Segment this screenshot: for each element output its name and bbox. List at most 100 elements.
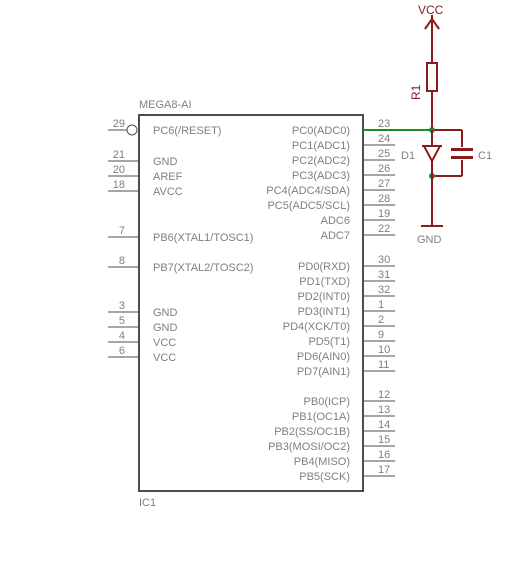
pin-number: 9 xyxy=(378,329,384,341)
pin-label: PC1(ADC1) xyxy=(292,140,350,152)
r1-label: R1 xyxy=(409,84,423,100)
ic-ref: IC1 xyxy=(139,497,156,509)
pin-number: 26 xyxy=(378,163,390,175)
pin-number: 24 xyxy=(378,133,390,145)
pin-label: PB5(SCK) xyxy=(299,471,350,483)
pin-number: 17 xyxy=(378,464,390,476)
pin-number: 31 xyxy=(378,269,390,281)
pin-label: ADC6 xyxy=(321,215,350,227)
pin-label: PB4(MISO) xyxy=(294,456,350,468)
c1-label: C1 xyxy=(478,150,492,162)
pin-label: AREF xyxy=(153,171,183,183)
pin-number: 28 xyxy=(378,193,390,205)
pin-number: 13 xyxy=(378,404,390,416)
pin-label: PB3(MOSI/OC2) xyxy=(268,441,350,453)
pin-number: 19 xyxy=(378,208,390,220)
pin-number: 22 xyxy=(378,223,390,235)
pin-number: 32 xyxy=(378,284,390,296)
pin-label: VCC xyxy=(153,337,176,349)
pin-label: PD3(INT1) xyxy=(297,306,350,318)
pin-number: 2 xyxy=(378,314,384,326)
pin-label: PB6(XTAL1/TOSC1) xyxy=(153,232,253,244)
pin-label: PD4(XCK/T0) xyxy=(283,321,350,333)
pin-label: PD2(INT0) xyxy=(297,291,350,303)
pin-number: 11 xyxy=(378,359,389,371)
pin-number: 29 xyxy=(113,118,125,130)
pin-label: PD6(AIN0) xyxy=(297,351,350,363)
pin-number: 5 xyxy=(119,315,125,327)
pin-number: 6 xyxy=(119,345,125,357)
d1-label: D1 xyxy=(401,150,415,162)
pin-number: 20 xyxy=(113,164,125,176)
pin-label: PC6(/RESET) xyxy=(153,125,221,137)
pin-number: 10 xyxy=(378,344,390,356)
left-pin-group: 29PC6(/RESET)21GND20AREF18AVCC7PB6(XTAL1… xyxy=(108,118,253,364)
pin-number: 21 xyxy=(113,149,125,161)
pin-label: PC0(ADC0) xyxy=(292,125,350,137)
vcc-label: VCC xyxy=(418,3,444,17)
pin-label: PB7(XTAL2/TOSC2) xyxy=(153,262,253,274)
ic-body xyxy=(138,114,364,492)
gnd-label: GND xyxy=(417,234,442,246)
pin-label: GND xyxy=(153,156,178,168)
inversion-bubble xyxy=(126,124,138,136)
diode-d1: D1 xyxy=(401,130,442,226)
pin-number: 30 xyxy=(378,254,390,266)
net-wires xyxy=(363,127,463,179)
pin-number: 3 xyxy=(119,300,125,312)
pin-number: 15 xyxy=(378,434,390,446)
pin-label: PD0(RXD) xyxy=(298,261,350,273)
pin-number: 1 xyxy=(378,299,384,311)
pin-label: ADC7 xyxy=(321,230,350,242)
vcc-symbol: VCC xyxy=(418,3,444,62)
pin-label: PB2(SS/OC1B) xyxy=(274,426,350,438)
pin-number: 14 xyxy=(378,419,390,431)
pin-label: PB0(ICP) xyxy=(304,396,350,408)
ic-name: MEGA8-AI xyxy=(139,99,192,111)
pin-number: 7 xyxy=(119,225,125,237)
pin-label: PD5(T1) xyxy=(308,336,350,348)
resistor-r1: R1 xyxy=(409,62,438,130)
pin-number: 25 xyxy=(378,148,390,160)
pin-label: GND xyxy=(153,322,178,334)
pin-number: 16 xyxy=(378,449,390,461)
gnd-symbol: GND xyxy=(417,225,443,246)
capacitor-c1: C1 xyxy=(451,148,492,162)
pin-label: PC4(ADC4/SDA) xyxy=(266,185,350,197)
pin-label: PC3(ADC3) xyxy=(292,170,350,182)
pin-label: AVCC xyxy=(153,186,183,198)
pin-label: PB1(OC1A) xyxy=(292,411,350,423)
pin-label: PD1(TXD) xyxy=(299,276,350,288)
pin-number: 18 xyxy=(113,179,125,191)
pin-label: PC5(ADC5/SCL) xyxy=(267,200,350,212)
pin-label: VCC xyxy=(153,352,176,364)
pin-number: 27 xyxy=(378,178,390,190)
